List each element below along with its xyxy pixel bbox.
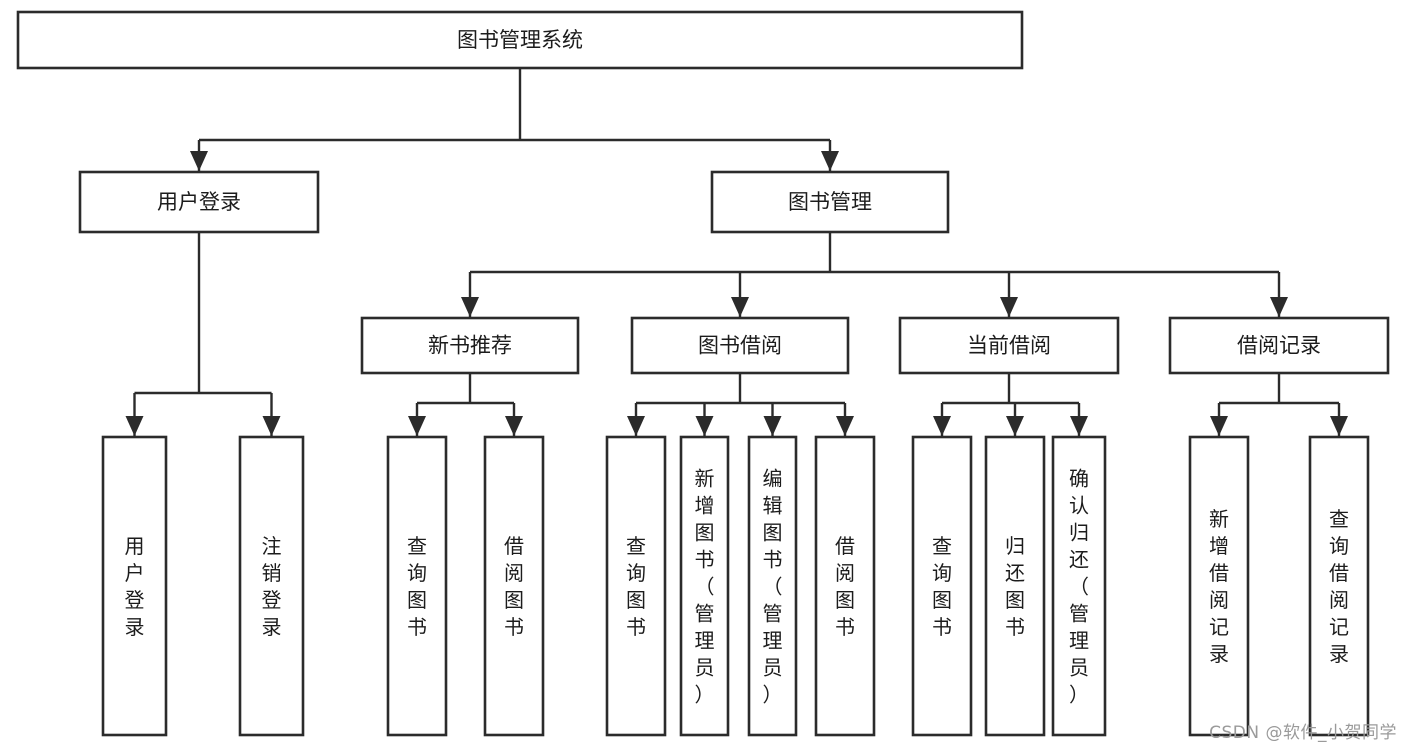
root-node[interactable]: 图书管理系统 (16, 10, 1024, 70)
arrow-head-l3-1-3 (836, 416, 854, 436)
leaf-node-4[interactable]: 查询图书 (605, 435, 667, 737)
arrow-head-l3-1-2 (763, 416, 782, 436)
level3-node-1-label: 图书借阅 (698, 334, 782, 358)
leaf-node-5[interactable]: 新增图书（管理员） (679, 435, 730, 737)
leaf-node-12-label: 查询借阅记录 (1329, 507, 1349, 666)
leaf-node-4-label: 查询图书 (626, 534, 646, 639)
leaf-node-5-box (679, 435, 730, 737)
leaf-node-1-box (238, 435, 305, 737)
arrow-head-login-1 (262, 416, 281, 436)
leaf-node-1[interactable]: 注销登录 (238, 435, 305, 737)
leaf-node-2-box (386, 435, 448, 737)
leaf-node-1-label: 注销登录 (262, 534, 282, 639)
leaf-node-9-label: 归还图书 (1005, 534, 1025, 639)
arrow-head-l2-2 (1000, 297, 1018, 317)
leaf-node-2[interactable]: 查询图书 (386, 435, 448, 737)
leaf-node-3-label: 借阅图书 (504, 534, 524, 639)
arrow-head-login-0 (125, 416, 144, 436)
leaf-node-9[interactable]: 归还图书 (984, 435, 1046, 737)
leaf-node-0[interactable]: 用户登录 (101, 435, 168, 737)
arrow-head-l3-2-0 (933, 416, 951, 436)
arrow-head-l3-2-2 (1070, 416, 1088, 436)
level2-node-0-box (78, 170, 320, 234)
leaf-node-10-label: 确认归还（管理员） (1069, 467, 1089, 707)
level3-node-2-label: 当前借阅 (967, 334, 1051, 358)
arrow-head-l2-3 (1270, 297, 1288, 317)
arrow-head-l3-2-1 (1006, 416, 1024, 436)
arrow-head-l2-1 (731, 297, 749, 317)
level3-node-3-label: 借阅记录 (1237, 334, 1321, 358)
leaf-node-8-box (911, 435, 973, 737)
level3-node-0[interactable]: 新书推荐 (360, 316, 580, 375)
level3-node-2[interactable]: 当前借阅 (898, 316, 1120, 375)
level2-node-1-box (710, 170, 950, 234)
leaf-node-7[interactable]: 借阅图书 (814, 435, 876, 737)
leaf-node-3-box (483, 435, 545, 737)
leaf-node-7-label: 借阅图书 (835, 534, 855, 639)
arrow-head-l2-0 (461, 297, 479, 317)
arrow-head-l3-1-0 (627, 416, 645, 436)
arrow-head-l3-3-1 (1330, 416, 1348, 436)
level3-node-3[interactable]: 借阅记录 (1168, 316, 1390, 375)
leaf-node-8-label: 查询图书 (932, 534, 952, 639)
nodes-layer: 图书管理系统用户登录图书管理新书推荐图书借阅当前借阅借阅记录用户登录注销登录查询… (16, 10, 1390, 737)
root-node-label: 图书管理系统 (457, 28, 583, 52)
leaf-node-12[interactable]: 查询借阅记录 (1308, 435, 1370, 737)
level3-node-0-box (360, 316, 580, 375)
arrow-head-l3-0-1 (505, 416, 523, 436)
leaf-node-6-label: 编辑图书（管理员） (763, 467, 783, 707)
leaf-node-2-label: 查询图书 (407, 534, 427, 639)
level2-node-1[interactable]: 图书管理 (710, 170, 950, 234)
root-node-box (16, 10, 1024, 70)
leaf-node-5-label: 新增图书（管理员） (695, 467, 715, 707)
level3-node-3-box (1168, 316, 1390, 375)
leaf-node-11-label: 新增借阅记录 (1209, 507, 1229, 666)
leaf-node-10-box (1051, 435, 1107, 737)
leaf-node-9-box (984, 435, 1046, 737)
arrow-head-l1-0 (190, 151, 208, 171)
leaf-node-7-box (814, 435, 876, 737)
level3-node-0-label: 新书推荐 (428, 334, 512, 358)
level2-node-0[interactable]: 用户登录 (78, 170, 320, 234)
level2-node-0-label: 用户登录 (157, 190, 241, 214)
leaf-node-6-box (747, 435, 798, 737)
leaf-node-0-box (101, 435, 168, 737)
leaf-node-0-label: 用户登录 (125, 534, 145, 639)
level3-node-1-box (630, 316, 850, 375)
leaf-node-3[interactable]: 借阅图书 (483, 435, 545, 737)
leaf-node-4-box (605, 435, 667, 737)
arrow-head-l1-1 (821, 151, 839, 171)
leaf-node-11-box (1188, 435, 1250, 737)
leaf-node-8[interactable]: 查询图书 (911, 435, 973, 737)
level3-node-2-box (898, 316, 1120, 375)
arrow-head-l3-3-0 (1210, 416, 1228, 436)
arrow-head-l3-1-1 (695, 416, 714, 436)
arrow-head-l3-0-0 (408, 416, 426, 436)
level2-node-1-label: 图书管理 (788, 190, 872, 214)
leaf-node-11[interactable]: 新增借阅记录 (1188, 435, 1250, 737)
leaf-node-10[interactable]: 确认归还（管理员） (1051, 435, 1107, 737)
leaf-node-12-box (1308, 435, 1370, 737)
leaf-node-6[interactable]: 编辑图书（管理员） (747, 435, 798, 737)
connectors-layer (125, 68, 1348, 436)
level3-node-1[interactable]: 图书借阅 (630, 316, 850, 375)
